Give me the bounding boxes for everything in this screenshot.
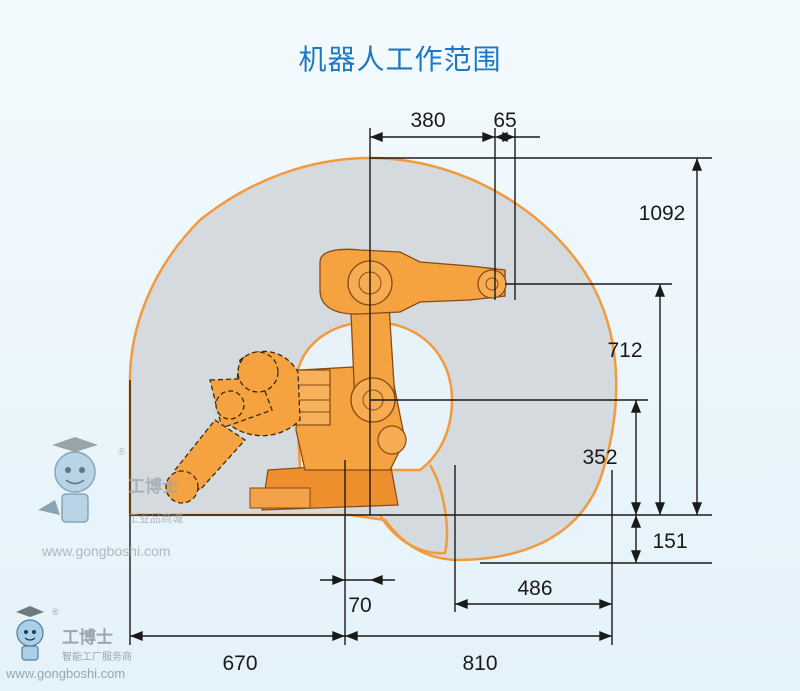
dimension-lines <box>129 128 712 645</box>
dim-486: 486 <box>517 577 552 600</box>
dim-810: 810 <box>462 652 497 675</box>
watermark-logo-text-small: 工博士 <box>62 627 113 648</box>
watermark-bottom: ® 工博士 智能工厂服务商 www.gongboshi.com <box>5 606 132 681</box>
watermark-subtitle-small: 智能工厂服务商 <box>62 650 132 663</box>
lower-arc <box>378 464 449 555</box>
motor-block <box>295 369 331 426</box>
robot-arm-alt-pose <box>165 350 301 504</box>
dim-151: 151 <box>652 530 687 553</box>
watermark-logo-text: 工博士 <box>128 476 179 497</box>
watermark-url: www.gongboshi.com <box>41 543 170 559</box>
dim-1092: 1092 <box>639 202 686 225</box>
dimension-labels: 380 65 1092 712 352 151 486 70 670 810 <box>222 109 687 675</box>
robot-arm <box>249 248 507 511</box>
mascot-logo-small-icon <box>16 606 44 661</box>
registered-mark: ® <box>118 447 126 458</box>
wrist-joint <box>477 269 507 299</box>
dim-380: 380 <box>410 109 445 132</box>
dim-352: 352 <box>582 446 617 469</box>
watermark-url-small: www.gongboshi.com <box>5 666 125 681</box>
watermark-subtitle: 工业品商城 <box>128 511 183 525</box>
mascot-logo-icon <box>38 437 98 523</box>
watermark-top: ® 工博士 工业品商城 www.gongboshi.com <box>38 437 183 559</box>
dim-70: 70 <box>348 594 371 617</box>
page-title: 机器人工作范围 <box>298 43 502 76</box>
dim-65: 65 <box>493 109 516 132</box>
dim-712: 712 <box>607 339 642 362</box>
dim-670: 670 <box>222 652 257 675</box>
registered-mark-small: ® <box>52 607 59 617</box>
